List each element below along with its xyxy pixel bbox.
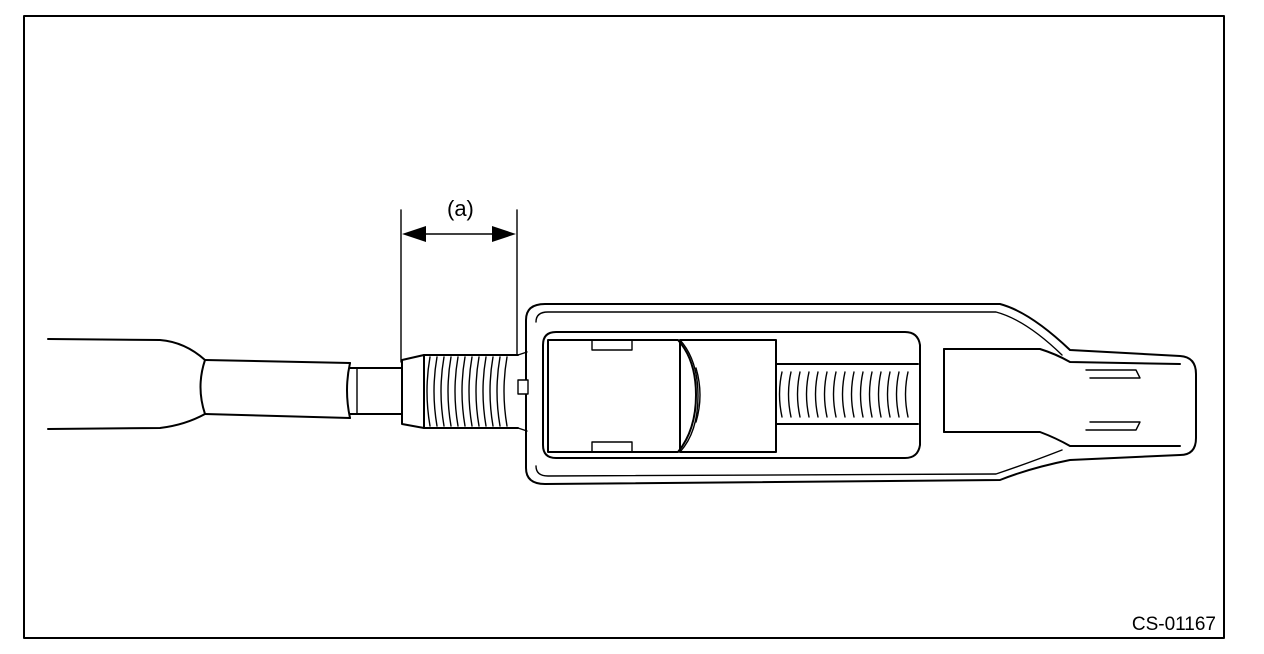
thread-ridge: [482, 356, 487, 427]
housing-outer: [517, 303, 1197, 485]
thread-ridge: [433, 356, 438, 427]
dimension-label: (a): [447, 196, 474, 221]
spring-coil: [895, 371, 900, 418]
spring-coil: [859, 371, 864, 418]
arrowhead-right: [492, 226, 516, 242]
spring-coil: [886, 371, 891, 418]
cable-sleeve: [204, 359, 351, 419]
spring-coil: [841, 371, 846, 418]
spring-coil: [805, 371, 810, 418]
spring-coil: [850, 371, 855, 418]
cable-boot: [47, 338, 206, 430]
end-connector: [943, 348, 1181, 447]
spring-coil: [796, 371, 801, 418]
spring-coil: [832, 371, 837, 418]
spring-coil: [877, 371, 882, 418]
spring-coil: [814, 371, 819, 418]
spring-coil: [787, 371, 792, 418]
thread-ridge: [475, 356, 480, 427]
adjuster-nut: [401, 354, 425, 429]
spring-coil: [823, 371, 828, 418]
cable-rod: [349, 367, 403, 415]
threaded-rod: [423, 354, 519, 429]
housing-inner-cavity: [542, 331, 921, 459]
spring-coil: [868, 371, 873, 418]
thread-ridge: [440, 356, 445, 427]
dimension-a: (a): [400, 196, 518, 363]
thread-ridge: [468, 356, 473, 427]
thread-ridge: [503, 356, 508, 427]
thread-ridge: [461, 356, 466, 427]
figure-code: CS-01167: [1132, 614, 1216, 635]
thread-ridge: [496, 356, 501, 427]
plunger: [547, 339, 777, 453]
thread-ridge: [454, 356, 459, 427]
thread-ridge: [447, 356, 452, 427]
spring-coil: [904, 371, 909, 418]
figure-frame: [23, 15, 1225, 639]
spring-coil: [778, 371, 783, 418]
thread-ridge: [426, 356, 431, 427]
spring-chamber: [775, 363, 919, 425]
arrowhead-left: [402, 226, 426, 242]
thread-ridge: [489, 356, 494, 427]
